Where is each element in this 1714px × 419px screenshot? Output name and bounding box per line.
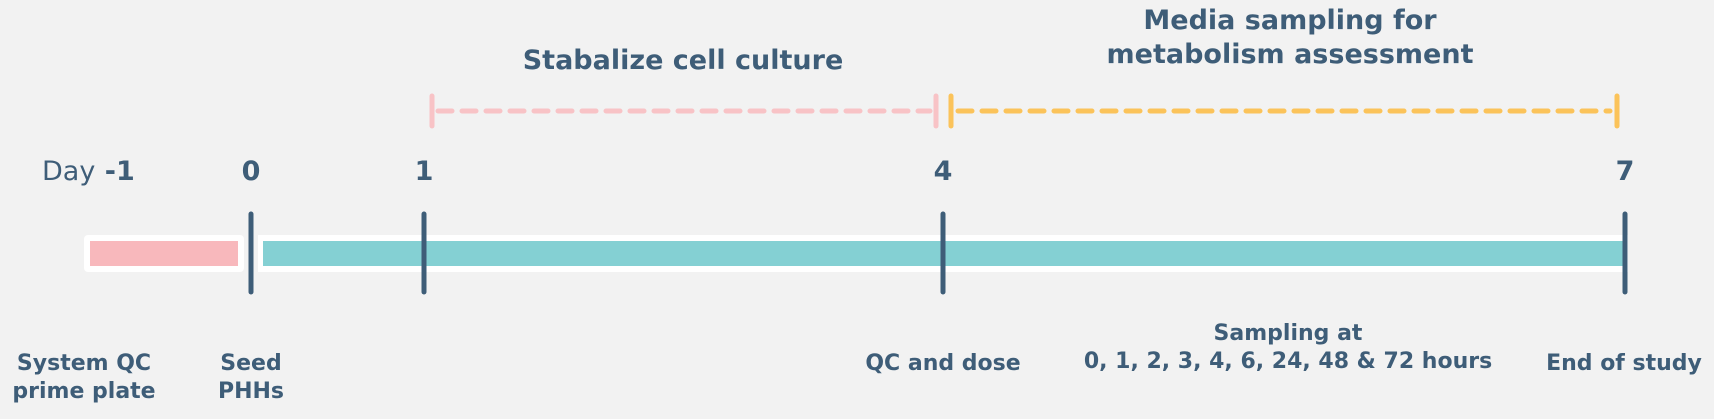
day-4-label: 4 — [933, 156, 953, 187]
event-system-qc: System QC prime plate — [12, 350, 155, 405]
stabilize-bracket — [429, 93, 939, 129]
sampling-title-line1: Media sampling for — [1143, 5, 1437, 36]
day-7-label: 7 — [1615, 156, 1635, 187]
event-seed-line2: PHHs — [217, 378, 285, 404]
sampling-bracket — [948, 93, 1620, 129]
event-system-qc-line1: System QC — [16, 351, 152, 376]
event-system-qc-line2: prime plate — [12, 378, 156, 404]
event-end-of-study: End of study — [1546, 350, 1702, 378]
event-qc-dose-line1: QC and dose — [865, 351, 1021, 376]
event-seed: Seed PHHs — [218, 350, 284, 405]
day-1-label: 1 — [414, 156, 434, 187]
event-qc-dose: QC and dose — [865, 350, 1020, 378]
prep-segment — [90, 241, 238, 266]
event-end-line1: End of study — [1546, 351, 1702, 376]
event-sampling: Sampling at 0, 1, 2, 3, 4, 6, 24, 48 & 7… — [1084, 320, 1492, 375]
event-sampling-line1: Sampling at — [1213, 321, 1363, 346]
sampling-title: Media sampling for metabolism assessment — [1107, 4, 1474, 72]
day-word: Day — [42, 156, 96, 187]
day-minus-1-label: Day -1 — [42, 155, 135, 189]
day-0-label: 0 — [241, 156, 261, 187]
stabilize-title: Stabalize cell culture — [522, 45, 844, 76]
event-sampling-line2: 0, 1, 2, 3, 4, 6, 24, 48 & 72 hours — [1083, 348, 1493, 374]
day-minus-1-number: -1 — [104, 156, 135, 187]
sampling-title-line2: metabolism assessment — [1106, 38, 1474, 70]
event-seed-line1: Seed — [220, 351, 282, 376]
